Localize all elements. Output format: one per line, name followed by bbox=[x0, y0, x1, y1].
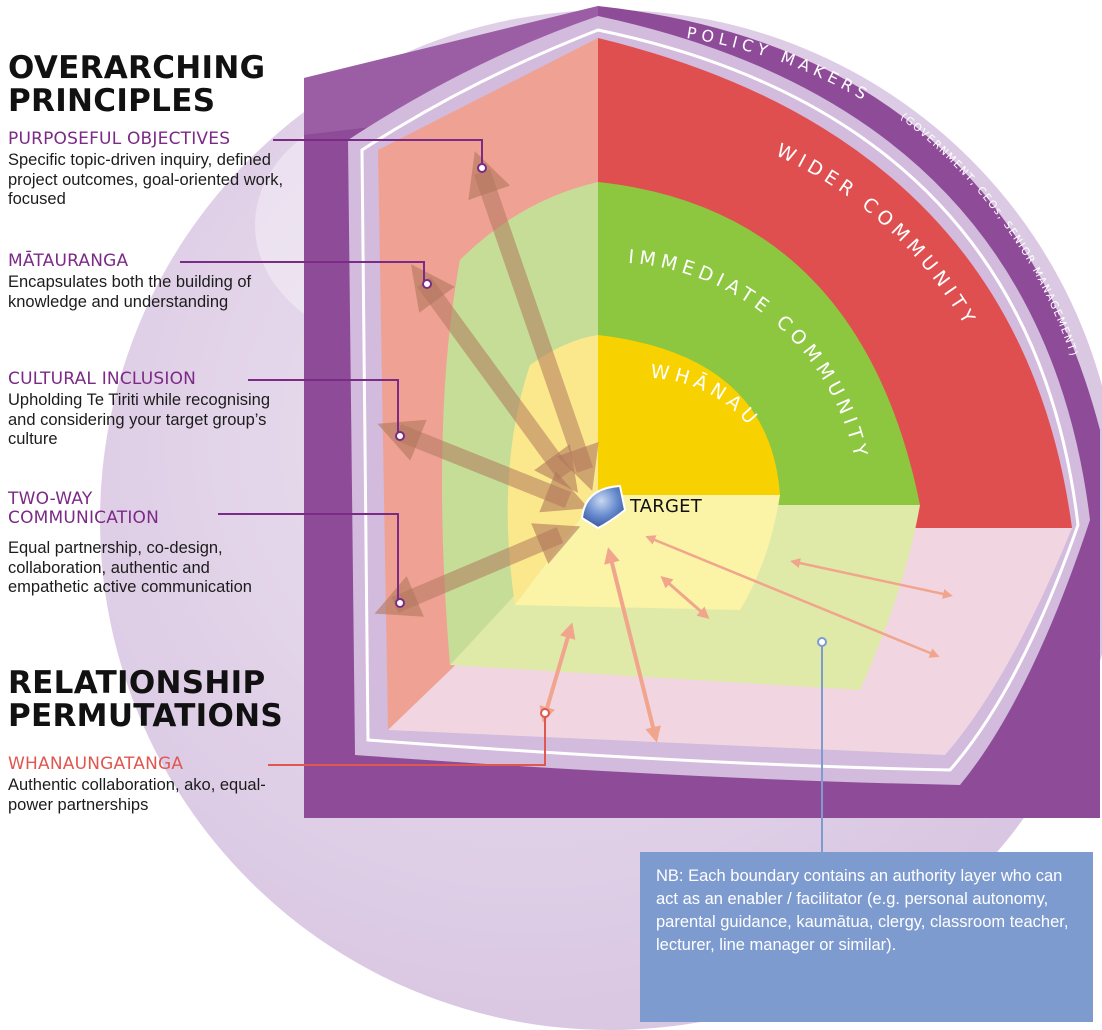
principle-purposeful-objectives-title: PURPOSEFUL OBJECTIVES bbox=[8, 129, 231, 149]
principle-cultural-inclusion-title: CULTURAL INCLUSION bbox=[8, 369, 197, 389]
connector-cultural-inclusion bbox=[248, 379, 399, 434]
dot-purposeful-objectives bbox=[477, 163, 487, 173]
dot-cultural-inclusion bbox=[395, 431, 405, 441]
relationship-arrows bbox=[539, 535, 953, 743]
connector-dots bbox=[395, 163, 827, 718]
principle-arrows bbox=[374, 151, 599, 617]
dot-note bbox=[817, 637, 827, 647]
relationships-heading: RELATIONSHIP PERMUTATIONS bbox=[8, 665, 284, 734]
connector-two-way-communication bbox=[218, 513, 399, 603]
principle-two-way-communication-title: TWO-WAY COMMUNICATION bbox=[8, 489, 160, 528]
target-label: TARGET bbox=[630, 496, 702, 517]
relationship-arrow bbox=[539, 622, 576, 723]
connector-lines bbox=[180, 139, 823, 852]
dot-whanaungatanga bbox=[540, 708, 550, 718]
principle-two-way-communication-description: Equal partnership, co-design, collaborat… bbox=[8, 539, 252, 596]
principle-cultural-inclusion-description: Upholding Te Tiriti while recognising an… bbox=[8, 391, 271, 448]
relationship-arrow bbox=[660, 576, 710, 619]
dot-matauranga bbox=[422, 279, 432, 289]
connector-purposeful-objectives bbox=[273, 139, 483, 168]
dot-two-way-communication bbox=[395, 598, 405, 608]
target-core bbox=[580, 484, 627, 530]
connector-whanaungatanga bbox=[268, 713, 546, 766]
principle-purposeful-objectives-description: Specific topic-driven inquiry, defined p… bbox=[8, 151, 284, 208]
arrow-cultural-inclusion bbox=[377, 419, 589, 513]
principles-heading: OVERARCHING PRINCIPLES bbox=[8, 50, 266, 119]
note-text: NB: Each boundary contains an authority … bbox=[656, 867, 1069, 954]
whanau-top bbox=[598, 335, 780, 495]
connector-matauranga bbox=[180, 261, 425, 282]
relationship-whanaungatanga-description: Authentic collaboration, ako, equal-powe… bbox=[8, 776, 266, 814]
principle-matauranga-title: MĀTAURANGA bbox=[8, 251, 129, 271]
arrow-two-way-communication bbox=[374, 523, 581, 617]
principle-matauranga-description: Encapsulates both the building of knowle… bbox=[8, 273, 252, 311]
relationship-arrow bbox=[790, 558, 953, 599]
note-box: NB: Each boundary contains an authority … bbox=[640, 852, 1093, 1022]
relationship-whanaungatanga-title: WHANAUNGATANGA bbox=[8, 754, 184, 774]
policy-boundary-line bbox=[360, 28, 1080, 772]
relationship-arrow bbox=[604, 547, 661, 743]
